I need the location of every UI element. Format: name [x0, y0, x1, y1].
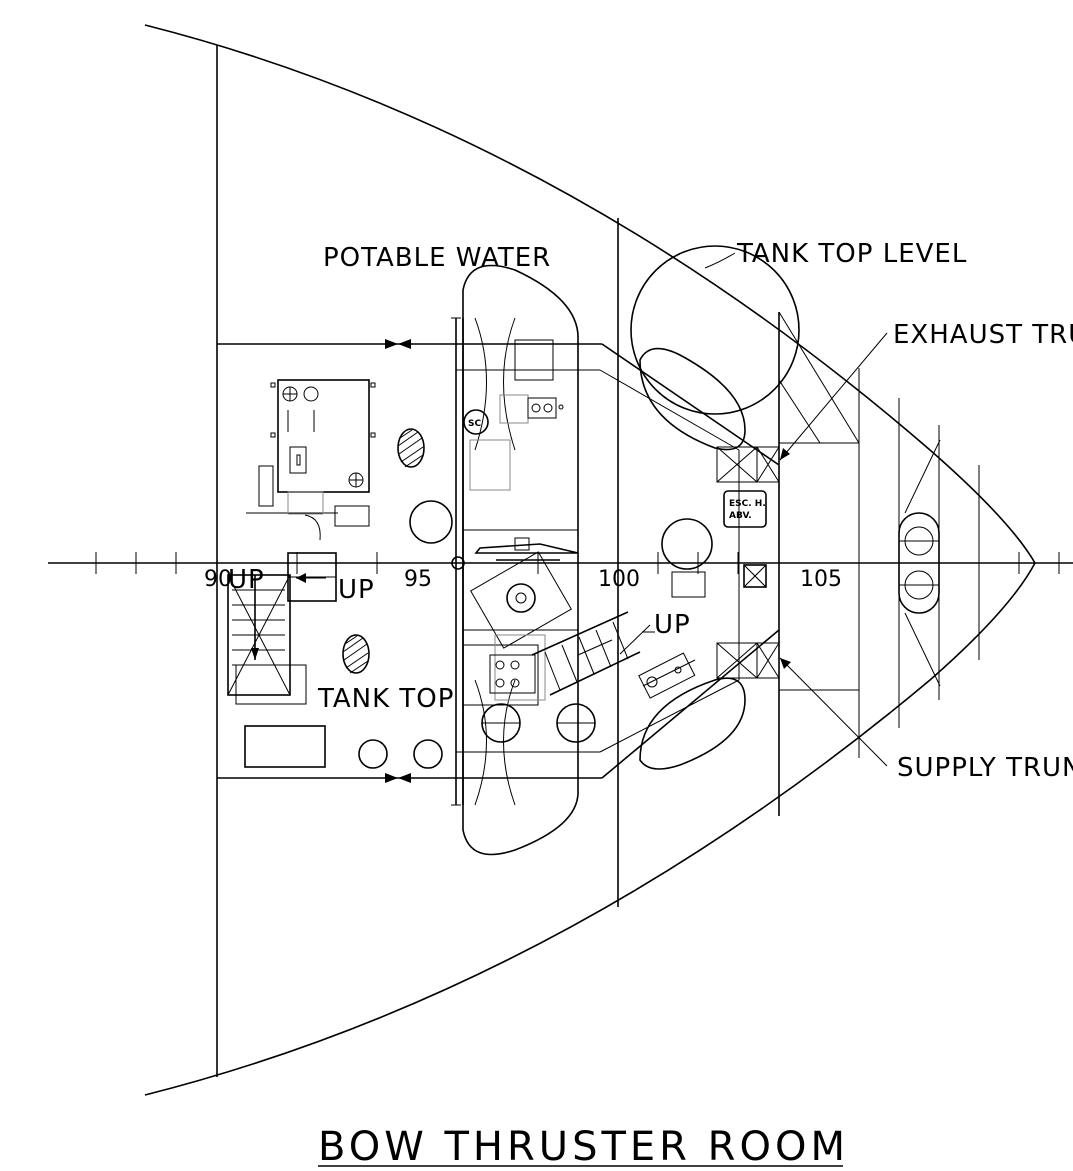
label-up-ladder: UP	[338, 575, 375, 605]
drawing-title: BOW THRUSTER ROOM	[318, 1124, 849, 1170]
tank-top-boundary	[217, 311, 860, 779]
manholes	[342, 428, 453, 674]
label-tank-top-level: TANK TOP LEVEL	[736, 239, 967, 269]
label-tank-top: TANK TOP	[317, 684, 454, 714]
sc-mark: SC	[468, 419, 481, 429]
thruster-tunnel	[451, 264, 579, 856]
label-up-stair: UP	[228, 565, 265, 595]
frame-number-100: 100	[598, 567, 640, 592]
hydraulic-unit	[462, 634, 596, 743]
control-cabinet	[246, 379, 376, 541]
label-potable-water: POTABLE WATER	[323, 243, 551, 273]
tank-top-level-openings	[630, 245, 800, 770]
frame-number-105: 105	[800, 567, 842, 592]
valve-icon	[385, 339, 411, 783]
frame-number-95: 95	[404, 567, 432, 592]
escape-hatch: ESC. H. ABV.	[723, 490, 767, 528]
bulkheads	[216, 45, 980, 1077]
centerline-mark	[451, 556, 465, 570]
label-exhaust-trunk: EXHAUST TRUNK	[893, 320, 1073, 350]
left-stair	[227, 552, 337, 705]
ventilation-trunks	[716, 446, 780, 679]
forward-openings	[898, 439, 941, 687]
thruster-motor: SC	[463, 394, 579, 649]
leader-lines	[619, 252, 888, 767]
escape-hatch-line2: ABV.	[729, 511, 752, 521]
escape-hatch-line1: ESC. H.	[729, 499, 766, 509]
label-supply-trunk: SUPPLY TRUNK	[897, 753, 1073, 783]
inclined-ladder	[531, 611, 655, 696]
label-up-ramp: UP	[654, 610, 691, 640]
hull-outline	[144, 24, 1036, 1096]
storage-items	[244, 652, 696, 769]
escape-arrow-icon	[780, 448, 790, 460]
